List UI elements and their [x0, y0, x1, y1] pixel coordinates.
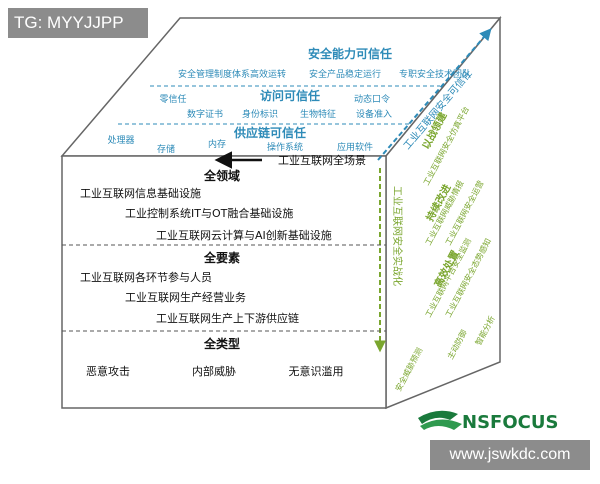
nsfocus-logo: NSFOCUS [418, 410, 558, 433]
layer3-item: 存储 [157, 143, 175, 155]
types-title: 全类型 [203, 336, 240, 351]
layer1-item: 安全管理制度体系高效运转 [178, 68, 286, 80]
layer1-title: 安全能力可信任 [308, 46, 392, 61]
domain-item: 工业控制系统IT与OT融合基础设施 [125, 206, 293, 220]
layer3-title: 供应链可信任 [233, 125, 306, 140]
layer1-item: 专职安全技术团队 [399, 68, 471, 80]
elements-title: 全要素 [203, 250, 240, 265]
elements-item: 工业互联网各环节参与人员 [80, 270, 212, 284]
logo-swoosh-icon [420, 419, 462, 430]
front-face [61, 155, 387, 409]
domain-title: 全领域 [203, 168, 240, 183]
elements-item: 工业互联网生产经营业务 [125, 290, 246, 304]
domain-item: 工业互联网信息基础设施 [80, 186, 201, 200]
logo-text: NSFOCUS [462, 412, 558, 433]
types-item: 恶意攻击 [86, 364, 130, 378]
layer2-item: 设备准入 [356, 108, 392, 120]
layer2-item: 零信任 [159, 93, 186, 105]
types-item: 无意识滥用 [289, 364, 344, 378]
practice-arrow-label: 工业互联网安全实战化 [391, 186, 404, 286]
layer2-item: 数字证书 [187, 108, 223, 120]
logo-swoosh-icon [418, 410, 458, 424]
layer3-item: 处理器 [107, 134, 134, 146]
watermark-bottom: www.jswkdc.com [430, 440, 590, 470]
trust-arrow [377, 28, 492, 161]
domain-item: 工业互联网云计算与AI创新基础设施 [156, 228, 332, 242]
layer2-item: 身份标识 [242, 108, 278, 120]
layer2-item: 生物特征 [300, 108, 336, 120]
layer2-title: 访问可信任 [260, 88, 320, 103]
layer3-item: 应用软件 [337, 141, 373, 153]
watermark-top: TG: MYYJJPP [8, 8, 148, 38]
layer3-item: 操作系统 [267, 141, 303, 153]
layer2-item: 动态口令 [354, 93, 390, 105]
elements-item: 工业互联网生产上下游供应链 [156, 311, 299, 325]
scene-arrow-label: 工业互联网全场景 [278, 153, 366, 167]
types-item: 内部威胁 [192, 364, 236, 378]
layer3-item: 内存 [208, 138, 226, 150]
layer1-item: 安全产品稳定运行 [309, 68, 381, 80]
